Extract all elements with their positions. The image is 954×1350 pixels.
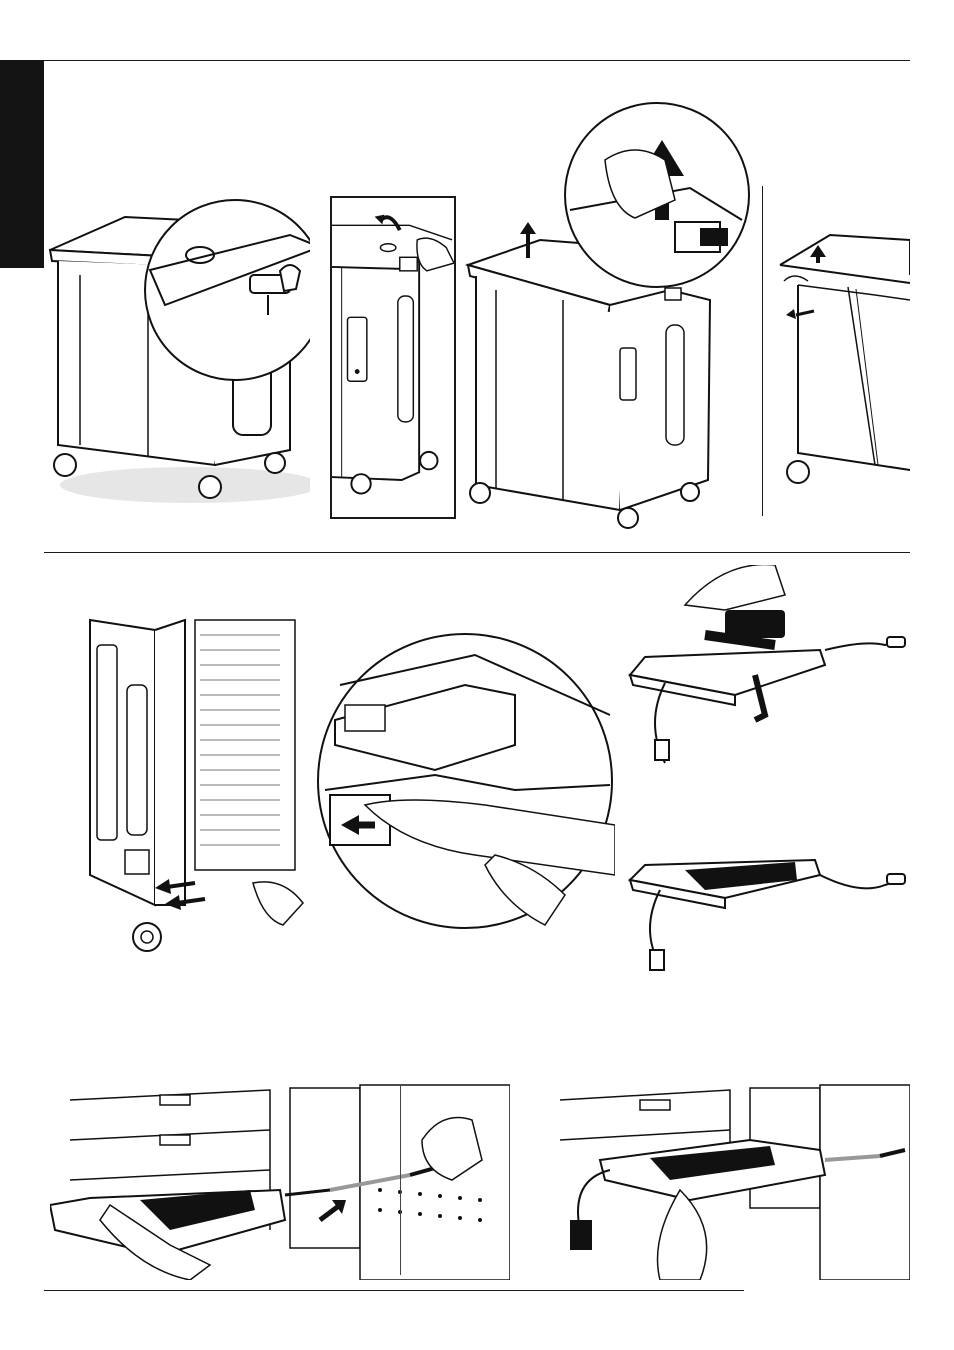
tray-latch-detail-figure [315, 625, 615, 937]
open-lid-unplug-figure [460, 100, 755, 535]
remove-panel-illustration [770, 225, 910, 520]
adapter-strap-illustration [625, 565, 910, 775]
insert-tray-connect-illustration [50, 1080, 510, 1280]
cart-unlock-figure [40, 195, 310, 515]
open-lid-unplug-illustration [460, 100, 755, 535]
adapter-strap-figure [625, 565, 910, 775]
adapter-packed-figure [625, 850, 910, 980]
tray-latch-detail-illustration [315, 625, 615, 937]
section-tab [0, 60, 44, 268]
adapter-packed-illustration [625, 850, 910, 980]
top-rule [44, 60, 910, 61]
middle-rule [44, 552, 910, 553]
remove-panel-figure [770, 225, 910, 520]
tray-installed-illustration [550, 1080, 910, 1280]
cart-unlock-illustration [40, 195, 310, 515]
pull-tray-figure [85, 615, 310, 960]
bottom-rule [44, 1290, 744, 1291]
tray-installed-figure [550, 1080, 910, 1280]
lift-lid-illustration [332, 198, 454, 517]
insert-tray-connect-figure [50, 1080, 510, 1280]
row3-divider [400, 1085, 401, 1275]
row1-divider [762, 186, 763, 516]
pull-tray-illustration [85, 615, 310, 960]
lift-lid-figure [330, 196, 456, 519]
